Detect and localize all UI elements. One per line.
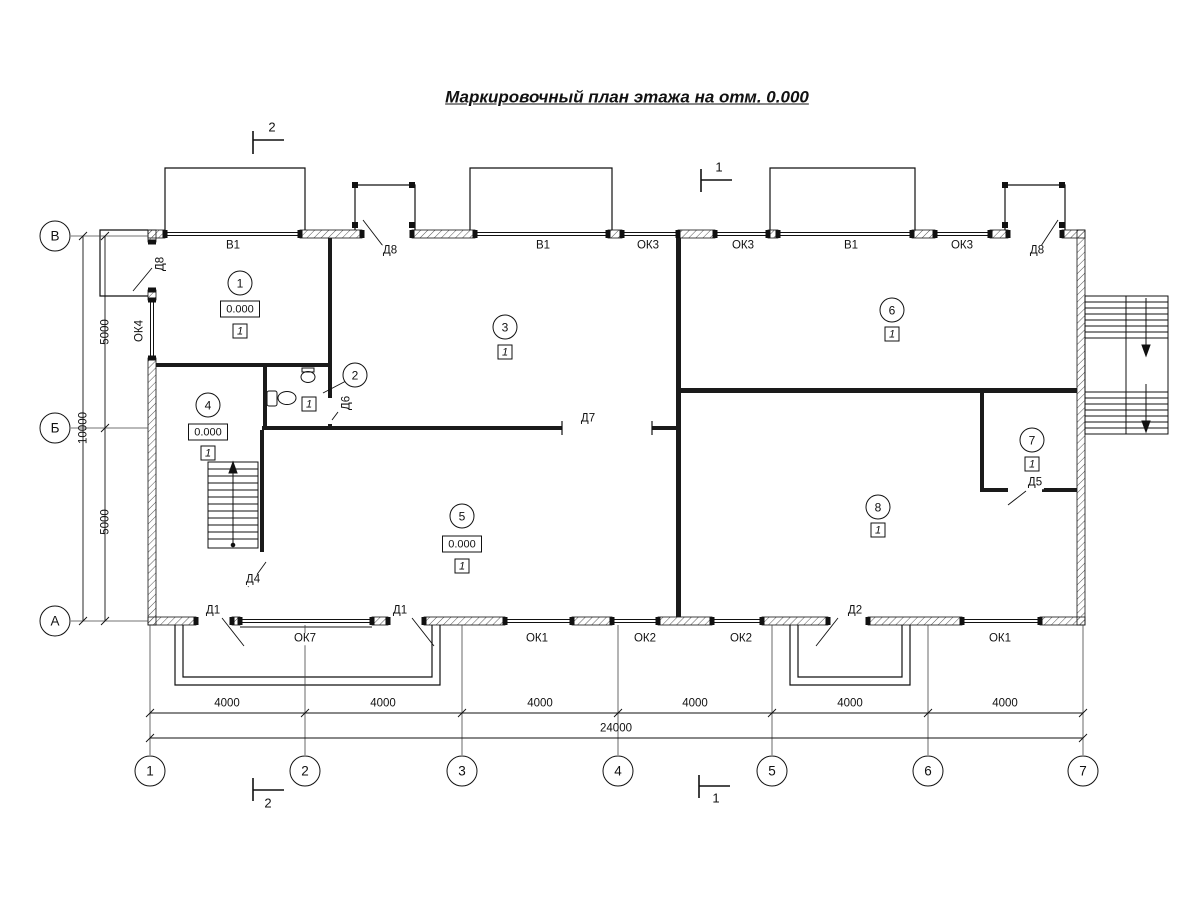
section-label-1-bottom: 1 bbox=[712, 790, 720, 806]
dim-4000-6: 4000 bbox=[992, 697, 1018, 710]
axis-row-v: В bbox=[39, 220, 71, 252]
room-4-finish-type: 1 bbox=[200, 445, 216, 461]
mark-ok3-2: ОК3 bbox=[729, 239, 757, 252]
dim-4000-1: 4000 bbox=[214, 697, 240, 710]
axis-row-b: Б bbox=[39, 412, 71, 444]
section-marks bbox=[252, 131, 732, 801]
porch-posts bbox=[352, 182, 1065, 228]
dim-10000-total: 10000 bbox=[77, 412, 90, 444]
room-7-number: 7 bbox=[1019, 427, 1045, 453]
axis-col-1: 1 bbox=[134, 755, 166, 787]
mark-d8-left: Д8 bbox=[154, 254, 167, 274]
axis-col-2: 2 bbox=[289, 755, 321, 787]
windows bbox=[150, 232, 1040, 628]
room-8-number: 8 bbox=[865, 494, 891, 520]
leader-lines bbox=[132, 219, 1059, 647]
room-5-finish-type: 1 bbox=[454, 558, 470, 574]
room-5-elevation: 0.000 bbox=[442, 535, 482, 553]
porches bbox=[99, 167, 1066, 686]
mark-ok1-right: ОК1 bbox=[986, 632, 1014, 645]
section-label-2-bottom: 2 bbox=[264, 795, 272, 811]
axis-col-7: 7 bbox=[1067, 755, 1099, 787]
section-label-2-top: 2 bbox=[268, 119, 276, 135]
mark-d8-top-right: Д8 bbox=[1027, 244, 1047, 257]
sink-symbol bbox=[300, 367, 316, 383]
axis-col-3: 3 bbox=[446, 755, 478, 787]
mark-d1-left: Д1 bbox=[203, 604, 223, 617]
mark-v1-3: В1 bbox=[841, 239, 861, 252]
mark-ok2-right: ОК2 bbox=[727, 632, 755, 645]
mark-d5: Д5 bbox=[1025, 476, 1045, 489]
dim-5000-bottom: 5000 bbox=[99, 509, 112, 535]
mark-ok4-left: ОК4 bbox=[133, 317, 146, 345]
mark-d8-top-left: Д8 bbox=[380, 244, 400, 257]
stair-exterior bbox=[1084, 295, 1169, 435]
wall-jambs bbox=[148, 230, 1065, 625]
dimension-lines bbox=[78, 231, 1088, 743]
room-2-finish-type: 1 bbox=[301, 396, 317, 412]
door-jambs bbox=[561, 421, 653, 435]
mark-d4: Д4 bbox=[243, 573, 263, 586]
axis-col-4: 4 bbox=[602, 755, 634, 787]
room-4-number: 4 bbox=[195, 392, 221, 418]
room-3-number: 3 bbox=[492, 314, 518, 340]
room-1-elevation: 0.000 bbox=[220, 300, 260, 318]
axis-row-a: А bbox=[39, 605, 71, 637]
room-2-number: 2 bbox=[342, 362, 368, 388]
axis-col-5: 5 bbox=[756, 755, 788, 787]
room-7-finish-type: 1 bbox=[1024, 456, 1040, 472]
mark-d7: Д7 bbox=[578, 412, 598, 425]
exterior-walls bbox=[147, 229, 1086, 626]
mark-d6: Д6 bbox=[340, 393, 353, 413]
axis-col-6: 6 bbox=[912, 755, 944, 787]
interior-walls bbox=[156, 238, 1077, 617]
stair-interior bbox=[207, 460, 259, 549]
mark-ok2-left: ОК2 bbox=[631, 632, 659, 645]
dim-4000-3: 4000 bbox=[527, 697, 553, 710]
drawing-title: Маркировочный план этажа на отм. 0.000 bbox=[445, 87, 809, 107]
room-1-number: 1 bbox=[227, 270, 253, 296]
toilet-symbol bbox=[266, 390, 297, 407]
dim-4000-4: 4000 bbox=[682, 697, 708, 710]
section-label-1-top: 1 bbox=[715, 159, 723, 175]
mark-ok3-1: ОК3 bbox=[634, 239, 662, 252]
mark-ok7: ОК7 bbox=[291, 632, 319, 645]
mark-ok1-left: ОК1 bbox=[523, 632, 551, 645]
room-3-finish-type: 1 bbox=[497, 344, 513, 360]
room-6-finish-type: 1 bbox=[884, 326, 900, 342]
room-1-finish-type: 1 bbox=[232, 323, 248, 339]
room-4-elevation: 0.000 bbox=[188, 423, 228, 441]
dim-5000-top: 5000 bbox=[99, 319, 112, 345]
mark-d2: Д2 bbox=[845, 604, 865, 617]
dim-4000-2: 4000 bbox=[370, 697, 396, 710]
room-8-finish-type: 1 bbox=[870, 522, 886, 538]
mark-v1-1: В1 bbox=[223, 239, 243, 252]
dim-4000-5: 4000 bbox=[837, 697, 863, 710]
mark-v1-2: В1 bbox=[533, 239, 553, 252]
dim-24000-total: 24000 bbox=[600, 722, 632, 735]
axis-lines bbox=[71, 235, 1084, 755]
mark-ok3-3: ОК3 bbox=[948, 239, 976, 252]
room-5-number: 5 bbox=[449, 503, 475, 529]
mark-d1-right: Д1 bbox=[390, 604, 410, 617]
room-6-number: 6 bbox=[879, 297, 905, 323]
